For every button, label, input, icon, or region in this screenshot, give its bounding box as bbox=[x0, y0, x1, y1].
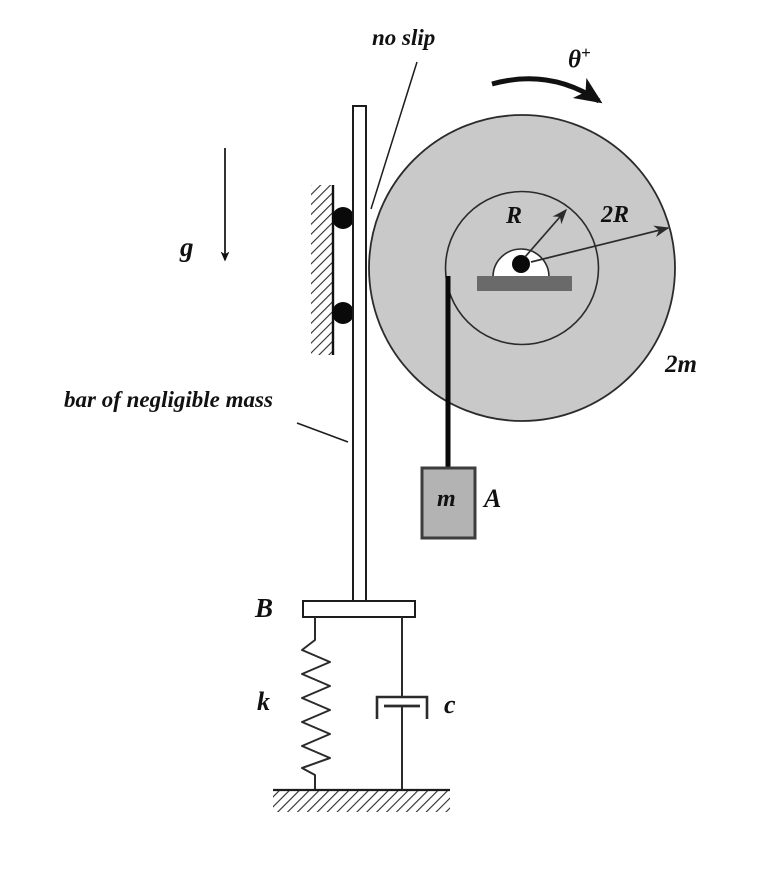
bar-note-label: bar of negligible mass bbox=[64, 387, 273, 412]
radius-2R-arrow bbox=[530, 225, 670, 263]
pivot-support-base bbox=[477, 276, 572, 291]
theta-rotation-arrow bbox=[491, 76, 603, 104]
no-slip-leader-line bbox=[370, 61, 418, 210]
inner-radius-label: R bbox=[506, 203, 523, 229]
theta-symbol: θ bbox=[568, 46, 581, 74]
damper-cylinder bbox=[375, 695, 429, 719]
hanging-block bbox=[420, 466, 477, 540]
spring bbox=[301, 617, 331, 790]
point-b-label: B bbox=[255, 593, 274, 623]
roller-top bbox=[332, 207, 354, 229]
block-mass-label: m bbox=[437, 486, 456, 512]
pivot-pin bbox=[512, 255, 530, 273]
point-a-label: A bbox=[484, 484, 502, 513]
damper-label: c bbox=[444, 690, 456, 719]
ground-hatch bbox=[273, 791, 450, 812]
spring-label: k bbox=[257, 687, 270, 716]
no-slip-label: no slip bbox=[372, 25, 436, 50]
roller-bottom bbox=[332, 302, 354, 324]
radius-R-arrow bbox=[524, 208, 568, 258]
bar bbox=[352, 105, 367, 603]
theta-plus-label: θ+ bbox=[568, 44, 591, 72]
wall-hatch bbox=[311, 185, 333, 355]
disk-mass-label: 2m bbox=[665, 351, 697, 378]
theta-superscript-plus: + bbox=[580, 43, 591, 62]
outer-radius-label: 2R bbox=[601, 202, 630, 228]
disk-inner bbox=[444, 190, 600, 346]
gravity-label: g bbox=[180, 232, 194, 262]
plate-b bbox=[302, 600, 416, 618]
bar-note-leader-line bbox=[296, 422, 349, 443]
